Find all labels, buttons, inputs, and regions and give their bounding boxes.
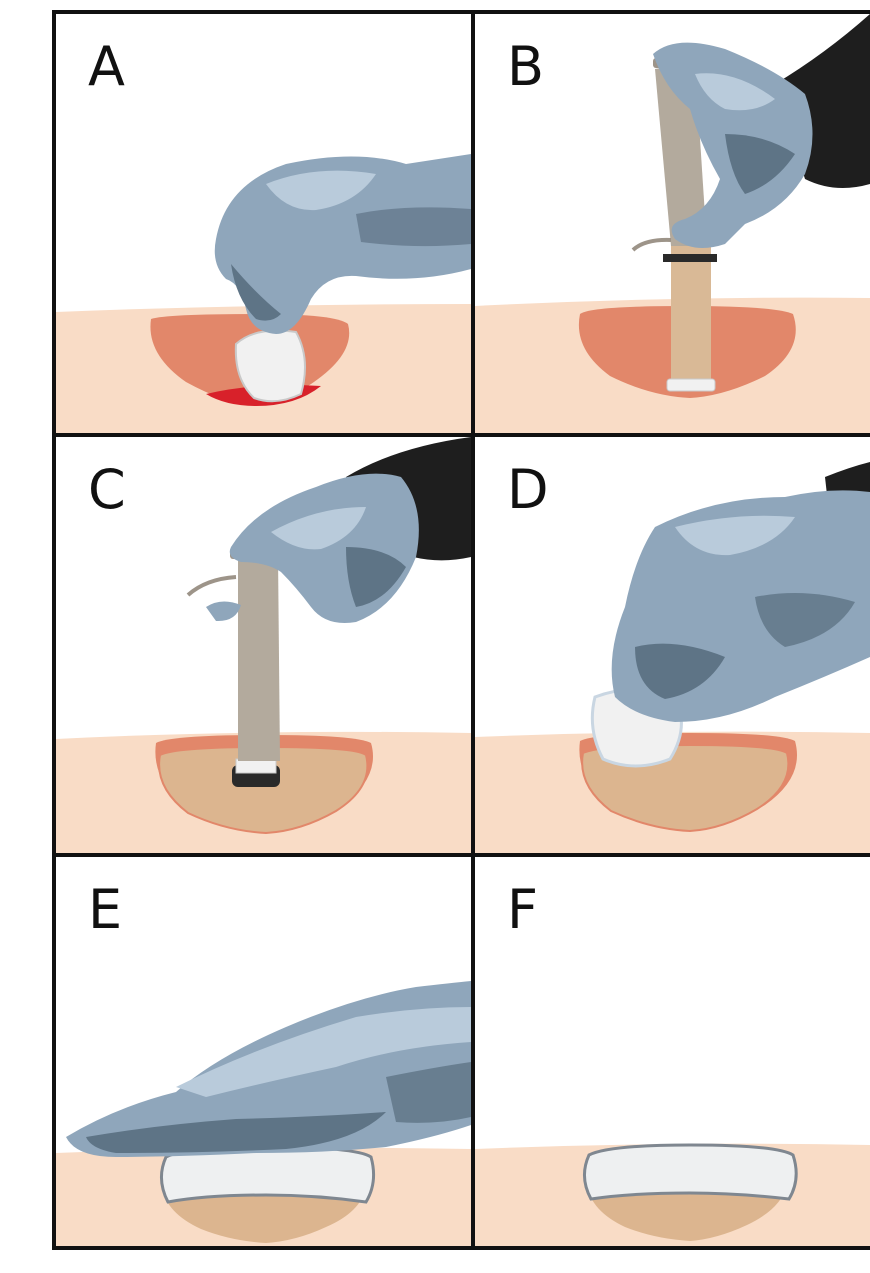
panel-label-b: B [507, 40, 544, 94]
panel-label-d: D [507, 463, 549, 517]
gauze-dressing [584, 1145, 796, 1199]
panel-e: E [56, 857, 471, 1246]
gloved-hand [66, 981, 471, 1157]
panel-c: C [56, 437, 471, 853]
panel-label-c: C [88, 463, 126, 517]
panel-a: A [56, 14, 471, 433]
panel-d: D [475, 437, 870, 853]
panel-label-e: E [88, 883, 122, 937]
panel-f: F [475, 857, 870, 1246]
panel-label-f: F [507, 883, 538, 937]
panel-b: B [475, 14, 870, 433]
gloved-hand [612, 490, 870, 722]
panel-label-a: A [88, 40, 125, 94]
gloved-hand [206, 474, 419, 623]
